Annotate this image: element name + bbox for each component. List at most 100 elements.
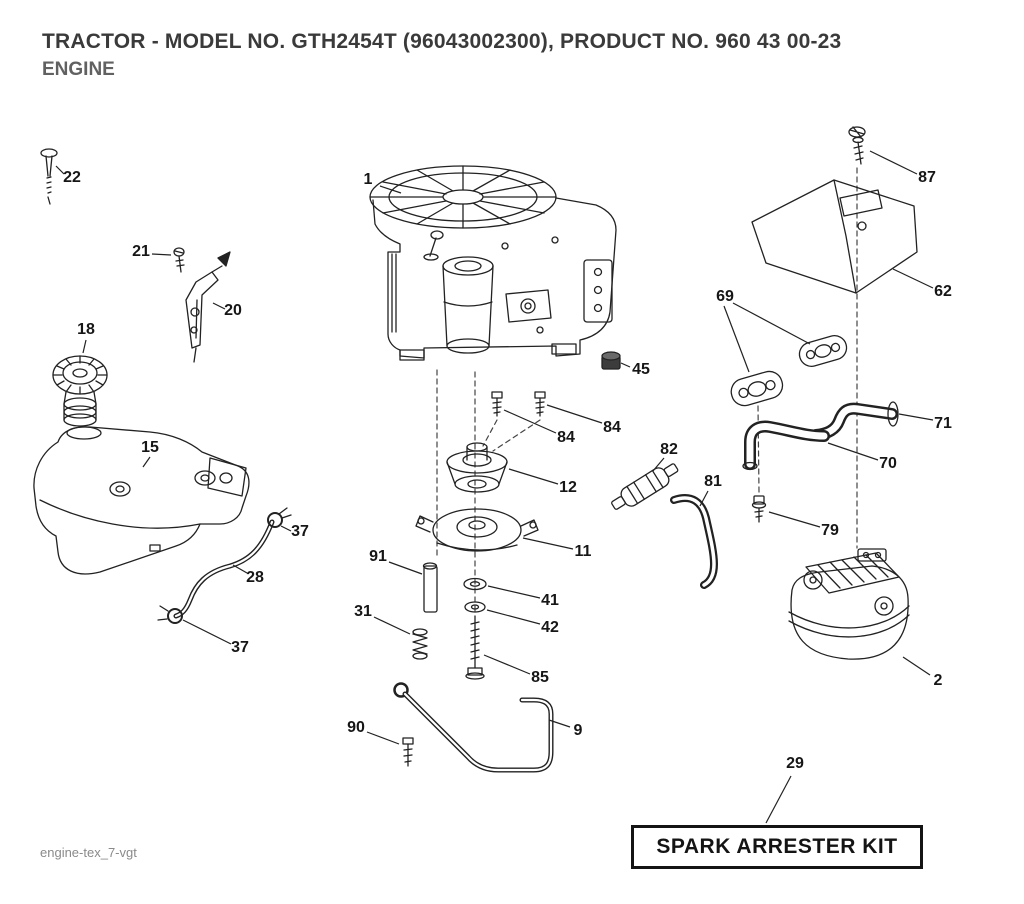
leader-line — [280, 525, 292, 532]
leader-line — [182, 619, 232, 645]
part-callout-84: 84 — [557, 429, 575, 446]
part-callout-15: 15 — [141, 439, 159, 456]
part-callout-42: 42 — [541, 619, 559, 636]
part-42-washer — [464, 601, 486, 613]
leader-line — [151, 253, 172, 256]
part-62-heat-shield — [751, 179, 918, 294]
part-31-spring — [412, 628, 428, 660]
leader-line — [652, 457, 665, 472]
leader-line — [546, 404, 603, 424]
part-callout-45: 45 — [632, 361, 650, 378]
part-callout-84: 84 — [603, 419, 621, 436]
leader-line — [487, 585, 541, 599]
part-37-clamp-lower — [157, 605, 183, 624]
leader-line — [765, 775, 792, 824]
part-69-gasket-right — [798, 335, 848, 367]
leader-line — [768, 511, 821, 528]
part-callout-69: 69 — [716, 288, 734, 305]
part-callout-22: 22 — [63, 169, 81, 186]
part-callout-87: 87 — [918, 169, 936, 186]
part-82-fuel-filter — [611, 463, 679, 510]
leader-line — [379, 185, 402, 194]
leader-line — [388, 561, 423, 575]
part-callout-11: 11 — [574, 543, 592, 560]
part-callout-12: 12 — [559, 479, 577, 496]
part-callout-82: 82 — [660, 441, 678, 458]
part-callout-31: 31 — [354, 603, 372, 620]
part-callout-18: 18 — [77, 321, 95, 338]
part-callout-62: 62 — [934, 283, 952, 300]
leader-line — [366, 731, 400, 745]
drawing-code: engine-tex_7-vgt — [40, 845, 137, 860]
leader-line — [55, 165, 65, 175]
part-85-bolt — [465, 615, 485, 680]
part-callout-41: 41 — [541, 592, 559, 609]
leader-line — [142, 456, 151, 468]
part-20-throttle-control — [185, 251, 231, 363]
leader-lines — [55, 150, 934, 824]
leader-line — [732, 302, 811, 345]
part-15-fuel-tank — [33, 426, 250, 575]
leader-line — [898, 413, 934, 421]
leader-line — [508, 468, 559, 485]
part-1-engine — [369, 165, 617, 361]
leader-line — [827, 442, 879, 461]
part-callout-2: 2 — [933, 672, 943, 689]
part-callout-37: 37 — [231, 639, 249, 656]
part-81-hose — [670, 494, 719, 589]
part-callout-79: 79 — [821, 522, 839, 539]
part-87-screw — [848, 126, 866, 165]
leader-line — [486, 609, 541, 625]
part-callout-91: 91 — [369, 548, 387, 565]
part-callout-90: 90 — [347, 719, 365, 736]
part-28-fuel-line — [173, 519, 275, 619]
part-callout-37: 37 — [291, 523, 309, 540]
leader-line — [82, 339, 87, 354]
assembly-axis-line — [482, 419, 498, 447]
part-69-gasket-left — [730, 370, 784, 407]
part-90-bolt — [402, 737, 414, 767]
part-37-clamp-upper — [267, 507, 292, 528]
part-callout-29: 29 — [786, 755, 804, 772]
part-callout-9: 9 — [573, 722, 583, 739]
leader-line — [869, 150, 918, 175]
part-84-bolt-left — [491, 391, 503, 417]
spark-arrester-kit-box: SPARK ARRESTER KIT — [631, 825, 923, 869]
leader-line — [373, 616, 411, 635]
part-70-exhaust-pipe — [742, 420, 830, 471]
part-79-bolt — [751, 495, 767, 523]
part-callout-1: 1 — [363, 171, 373, 188]
leader-line — [503, 409, 557, 434]
part-callout-28: 28 — [246, 569, 264, 586]
leader-line — [522, 537, 574, 550]
part-callout-71: 71 — [934, 415, 952, 432]
section-title: ENGINE — [42, 59, 115, 80]
part-45-cap — [601, 351, 621, 370]
part-18-fuel-cap — [52, 355, 108, 427]
assembly-axis-line — [757, 405, 760, 493]
part-callout-21: 21 — [132, 243, 150, 260]
leader-line — [902, 656, 931, 676]
leader-line — [548, 719, 571, 728]
part-callout-70: 70 — [879, 455, 897, 472]
page-title: TRACTOR - MODEL NO. GTH2454T (9604300230… — [42, 30, 842, 53]
part-22-fastener — [40, 148, 58, 205]
part-12-pulley-cup — [446, 442, 508, 493]
part-91-spacer-tube — [422, 562, 438, 613]
leader-line — [699, 490, 709, 507]
part-21-screw — [173, 247, 185, 273]
part-84-bolt-right — [534, 391, 546, 417]
leader-line — [483, 654, 531, 675]
leader-line — [232, 564, 248, 574]
part-2-muffler — [788, 548, 910, 660]
part-9-rod — [393, 682, 554, 773]
part-callout-85: 85 — [531, 669, 549, 686]
leader-line — [892, 268, 934, 289]
part-callout-20: 20 — [224, 302, 242, 319]
leader-line — [212, 302, 226, 310]
part-callout-81: 81 — [704, 473, 722, 490]
leader-line — [723, 305, 750, 373]
part-11-clutch — [415, 508, 539, 552]
